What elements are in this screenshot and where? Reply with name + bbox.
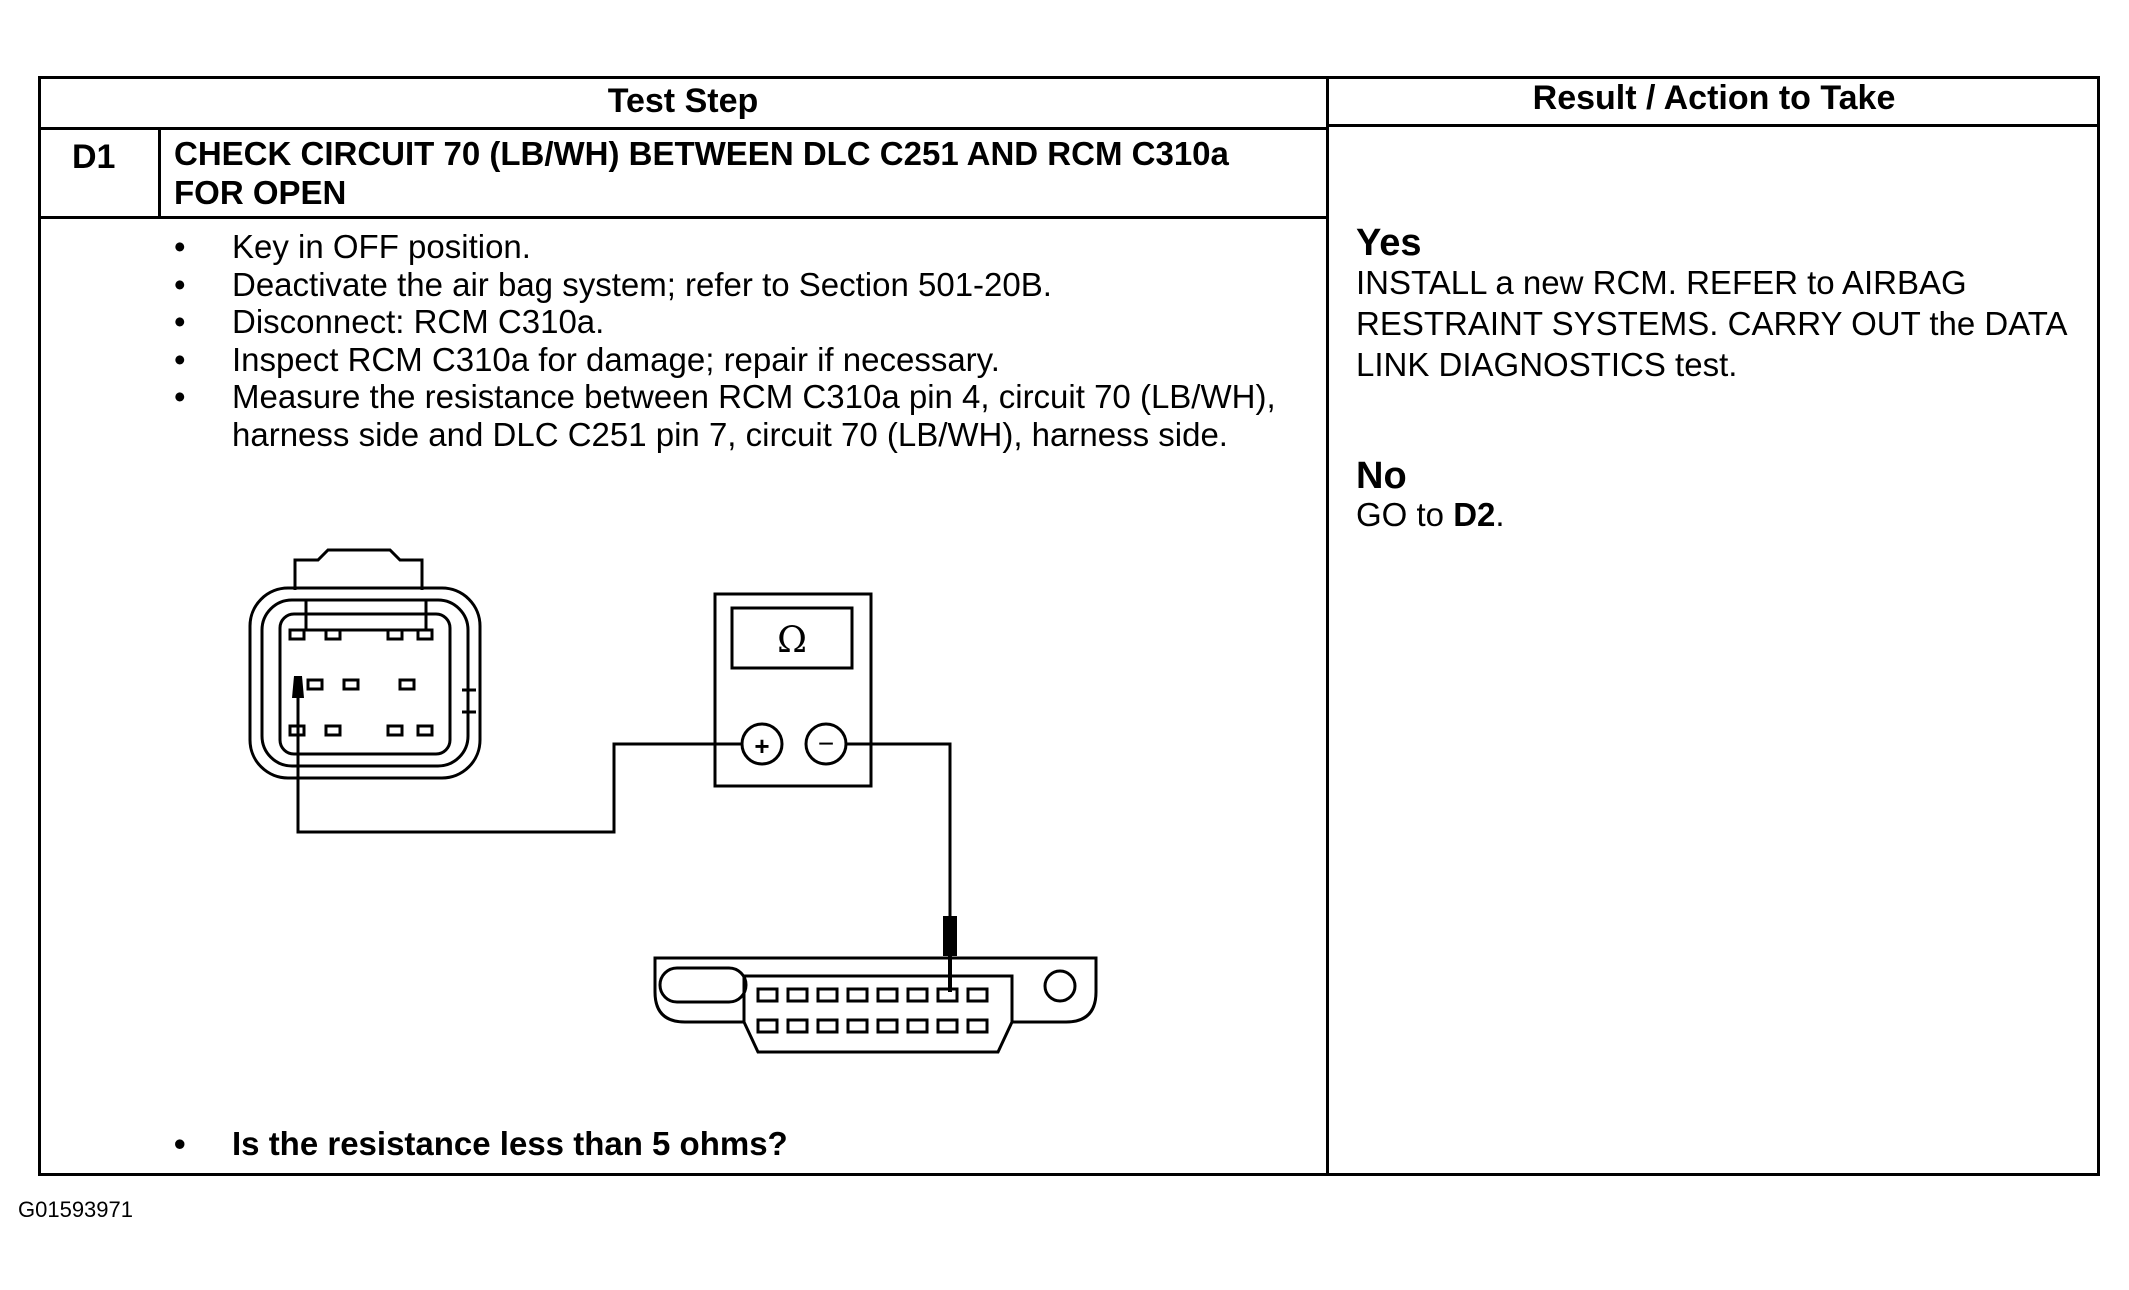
result-no-prefix: GO to xyxy=(1356,496,1454,533)
procedure-step: Deactivate the air bag system; refer to … xyxy=(170,266,1320,304)
figure-id: G01593971 xyxy=(18,1197,133,1222)
result-no-label: No xyxy=(1356,455,1407,497)
rcm-connector-c310a xyxy=(248,548,482,780)
title-divider xyxy=(38,216,1328,219)
lead-wire-dlc xyxy=(846,742,952,920)
procedure-step: Key in OFF position. xyxy=(170,228,1320,266)
header-divider-left xyxy=(38,127,1328,130)
dlc-connector-c251 xyxy=(653,956,1098,1054)
test-step-table xyxy=(38,76,2100,1176)
step-id-divider xyxy=(158,128,161,218)
result-yes-label: Yes xyxy=(1356,222,1422,264)
procedure-list: Key in OFF position. Deactivate the air … xyxy=(170,228,1320,453)
minus-terminal-label: − xyxy=(818,728,834,759)
lead-wire-rcm xyxy=(296,680,742,834)
header-test-step: Test Step xyxy=(607,82,759,120)
plus-terminal-label: + xyxy=(754,731,769,761)
header-result-action: Result / Action to Take xyxy=(1532,79,1896,117)
procedure-step: Measure the resistance between RCM C310a… xyxy=(170,378,1320,453)
result-no-suffix: . xyxy=(1495,496,1505,533)
ohm-symbol: Ω xyxy=(777,620,807,661)
result-no-target: D2 xyxy=(1453,496,1496,533)
test-question: Is the resistance less than 5 ohms? xyxy=(170,1125,788,1163)
step-id: D1 xyxy=(72,138,116,176)
test-question-text: Is the resistance less than 5 ohms? xyxy=(232,1125,788,1162)
procedure-step: Disconnect: RCM C310a. xyxy=(170,303,1320,341)
step-title: CHECK CIRCUIT 70 (LB/WH) BETWEEN DLC C25… xyxy=(174,135,1229,211)
result-yes-action: INSTALL a new RCM. REFER to AIRBAG RESTR… xyxy=(1356,264,2066,383)
procedure-step: Inspect RCM C310a for damage; repair if … xyxy=(170,341,1320,379)
header-divider-right xyxy=(1326,124,2100,127)
result-no-action: GO to D2. xyxy=(1356,494,2076,535)
probe-tips xyxy=(292,676,957,992)
column-divider xyxy=(1326,76,1329,1176)
